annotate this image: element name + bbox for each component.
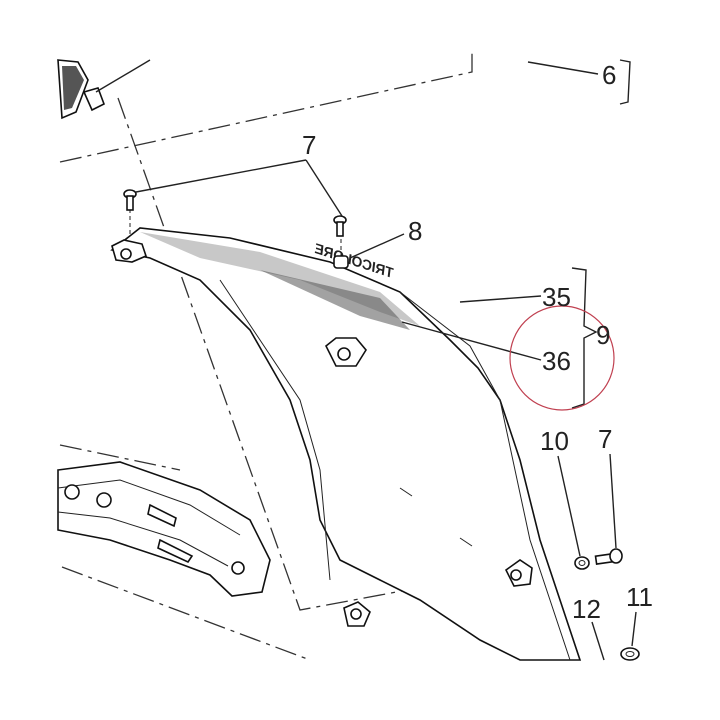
callout-36: 36 xyxy=(542,346,571,376)
grommet-11 xyxy=(620,647,640,661)
callout-labels: 6 7 8 35 9 36 10 7 11 12 xyxy=(302,60,653,624)
callout-9: 9 xyxy=(596,320,610,350)
highlight-circle xyxy=(509,305,615,411)
callout-12: 12 xyxy=(572,594,601,624)
screw-7-left xyxy=(123,189,137,211)
group-brackets xyxy=(571,59,631,409)
fasteners xyxy=(123,189,640,661)
callout-7-top: 7 xyxy=(302,130,316,160)
leader-lines xyxy=(135,61,637,661)
washer-10 xyxy=(574,556,590,570)
screw-7-center xyxy=(333,215,347,237)
callout-6: 6 xyxy=(602,60,616,90)
callout-35: 35 xyxy=(542,282,571,312)
swingarm-linkage xyxy=(57,461,271,597)
callout-11: 11 xyxy=(626,582,653,612)
callout-7-right: 7 xyxy=(598,424,612,454)
callout-10: 10 xyxy=(540,426,569,456)
grommet-8 xyxy=(333,255,349,269)
upper-left-bracket xyxy=(57,59,151,120)
side-fairing-panel xyxy=(110,227,582,661)
callout-8: 8 xyxy=(408,216,422,246)
screw-7-right xyxy=(594,548,623,565)
